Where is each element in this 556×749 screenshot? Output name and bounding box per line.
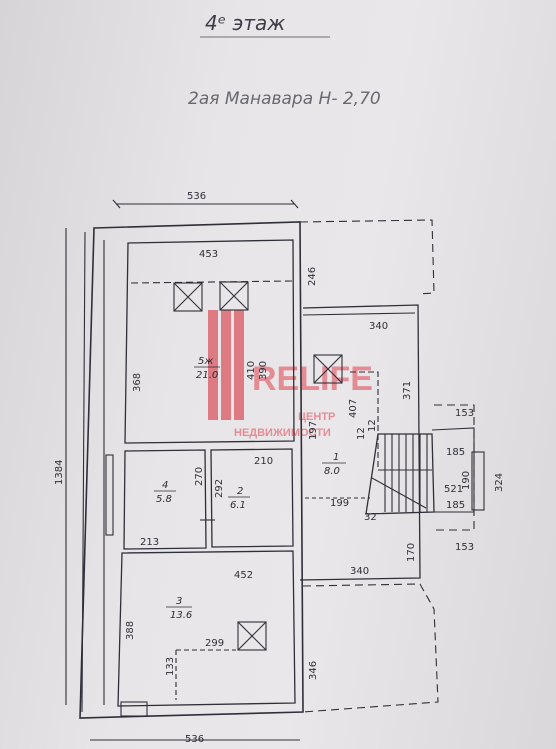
dim-stair-right-c: 153 [455, 542, 474, 553]
upper-balcony [299, 219, 435, 295]
dim-room3-height: 388 [125, 621, 136, 640]
dim-room4-h: 270 [194, 467, 205, 486]
stair-dashed-extension [434, 404, 475, 531]
dim-stair-right-a: 153 [455, 408, 474, 419]
dim-stair-w1: 185 [446, 447, 465, 458]
vent-3-diag-b [237, 621, 267, 651]
right-window [471, 451, 485, 511]
room3-number: 3 [176, 596, 182, 607]
room4-number: 4 [162, 480, 168, 491]
outer-wall [79, 221, 304, 719]
dim-hall-c: 12 [367, 419, 378, 432]
room4-wall [123, 449, 207, 550]
room3-inner-dash [175, 649, 236, 700]
staircase-outline [365, 433, 435, 515]
room5-dash-line [130, 280, 293, 284]
dim-room5-width: 453 [199, 249, 218, 260]
dim-hall-199: 199 [330, 498, 349, 509]
dim-hall-width-top: 340 [369, 321, 388, 332]
vent-box-1 [173, 282, 203, 312]
dim-room2-w: 210 [254, 456, 273, 467]
dim-stair-right-b: 324 [494, 473, 505, 492]
watermark-bar-3 [234, 310, 244, 420]
dim-room5-inner-a: 410 [246, 361, 257, 380]
dim-bottom-width: 536 [185, 734, 204, 745]
dim-balcony-bottom: 346 [308, 661, 319, 680]
outer-left-double [81, 231, 86, 713]
dim-hall-b: 12 [356, 427, 367, 440]
hall-wall [299, 304, 421, 581]
stair-treads [378, 434, 432, 512]
vent-box-2 [219, 281, 249, 311]
lower-balcony [302, 583, 439, 713]
dim-total-height: 1384 [54, 460, 65, 485]
room3-area: 13.6 [170, 610, 192, 621]
dim-hall-32: 32 [364, 512, 377, 523]
dim-room3-inner-w: 299 [205, 638, 224, 649]
room1-area: 8.0 [324, 466, 340, 477]
dim-hall-width-bottom: 340 [350, 566, 369, 577]
floor-title: 4ᵉ этаж [205, 11, 285, 35]
stair-arrow [371, 477, 427, 509]
watermark-line1: ЦЕНТР [298, 411, 335, 423]
dim-hall-right-a: 371 [402, 381, 413, 400]
dim-room3-width: 452 [234, 570, 253, 581]
dim-room5-inner-b: 390 [258, 361, 269, 380]
bottom-steps [120, 701, 148, 717]
hall-inner-line [302, 312, 416, 316]
dimension-labels: 536 536 1384 453 368 410 390 246 340 371… [54, 191, 505, 745]
dim-stair-len: 521 [444, 484, 463, 495]
dim-stair-w2: 185 [446, 500, 465, 511]
room4-area: 5.8 [156, 494, 172, 505]
dim-stair-h: 190 [461, 471, 472, 490]
dim-hall-170: 170 [406, 543, 417, 562]
vent-2-diag-b [219, 281, 249, 311]
dim-top-width: 536 [187, 191, 206, 202]
top-dimension-tick-right [290, 199, 299, 209]
vent-1-diag-b [173, 282, 203, 312]
top-dimension-tick-left [112, 199, 121, 209]
dim-room3-inner-h: 133 [165, 657, 176, 676]
room2-wall [210, 448, 294, 548]
vent-box-3 [237, 621, 267, 651]
room2-number: 2 [237, 486, 243, 497]
room3-wall [117, 550, 296, 707]
room5-area: 21.0 [196, 370, 218, 381]
dim-room4-w: 213 [140, 537, 159, 548]
room5-wall [124, 239, 295, 444]
room5-number: 5ж [198, 356, 213, 367]
watermark-brand: RELIFE [252, 360, 373, 398]
room2-area: 6.1 [230, 500, 246, 511]
watermark-line2: НЕДВИЖИМОСТИ [234, 427, 331, 439]
room1-number: 1 [333, 452, 339, 463]
relife-watermark: RELIFE ЦЕНТР НЕДВИЖИМОСТИ [208, 310, 373, 439]
vent-4-diag-b [313, 354, 343, 384]
vent-box-4 [313, 354, 343, 384]
watermark-bar-2 [221, 310, 231, 420]
address-note: 2ая Манавара Н- 2,70 [188, 89, 381, 109]
watermark-bar-1 [208, 310, 218, 420]
dim-hall-a: 197 [308, 421, 319, 440]
dim-room2-h: 292 [214, 479, 225, 498]
room-labels: 5ж 21.0 4 5.8 2 6.1 1 8.0 3 13.6 [154, 356, 346, 621]
left-window [105, 454, 114, 536]
dim-room5-height: 368 [132, 373, 143, 392]
dim-balcony-top: 246 [307, 267, 318, 286]
dim-hall-d: 407 [348, 399, 359, 418]
